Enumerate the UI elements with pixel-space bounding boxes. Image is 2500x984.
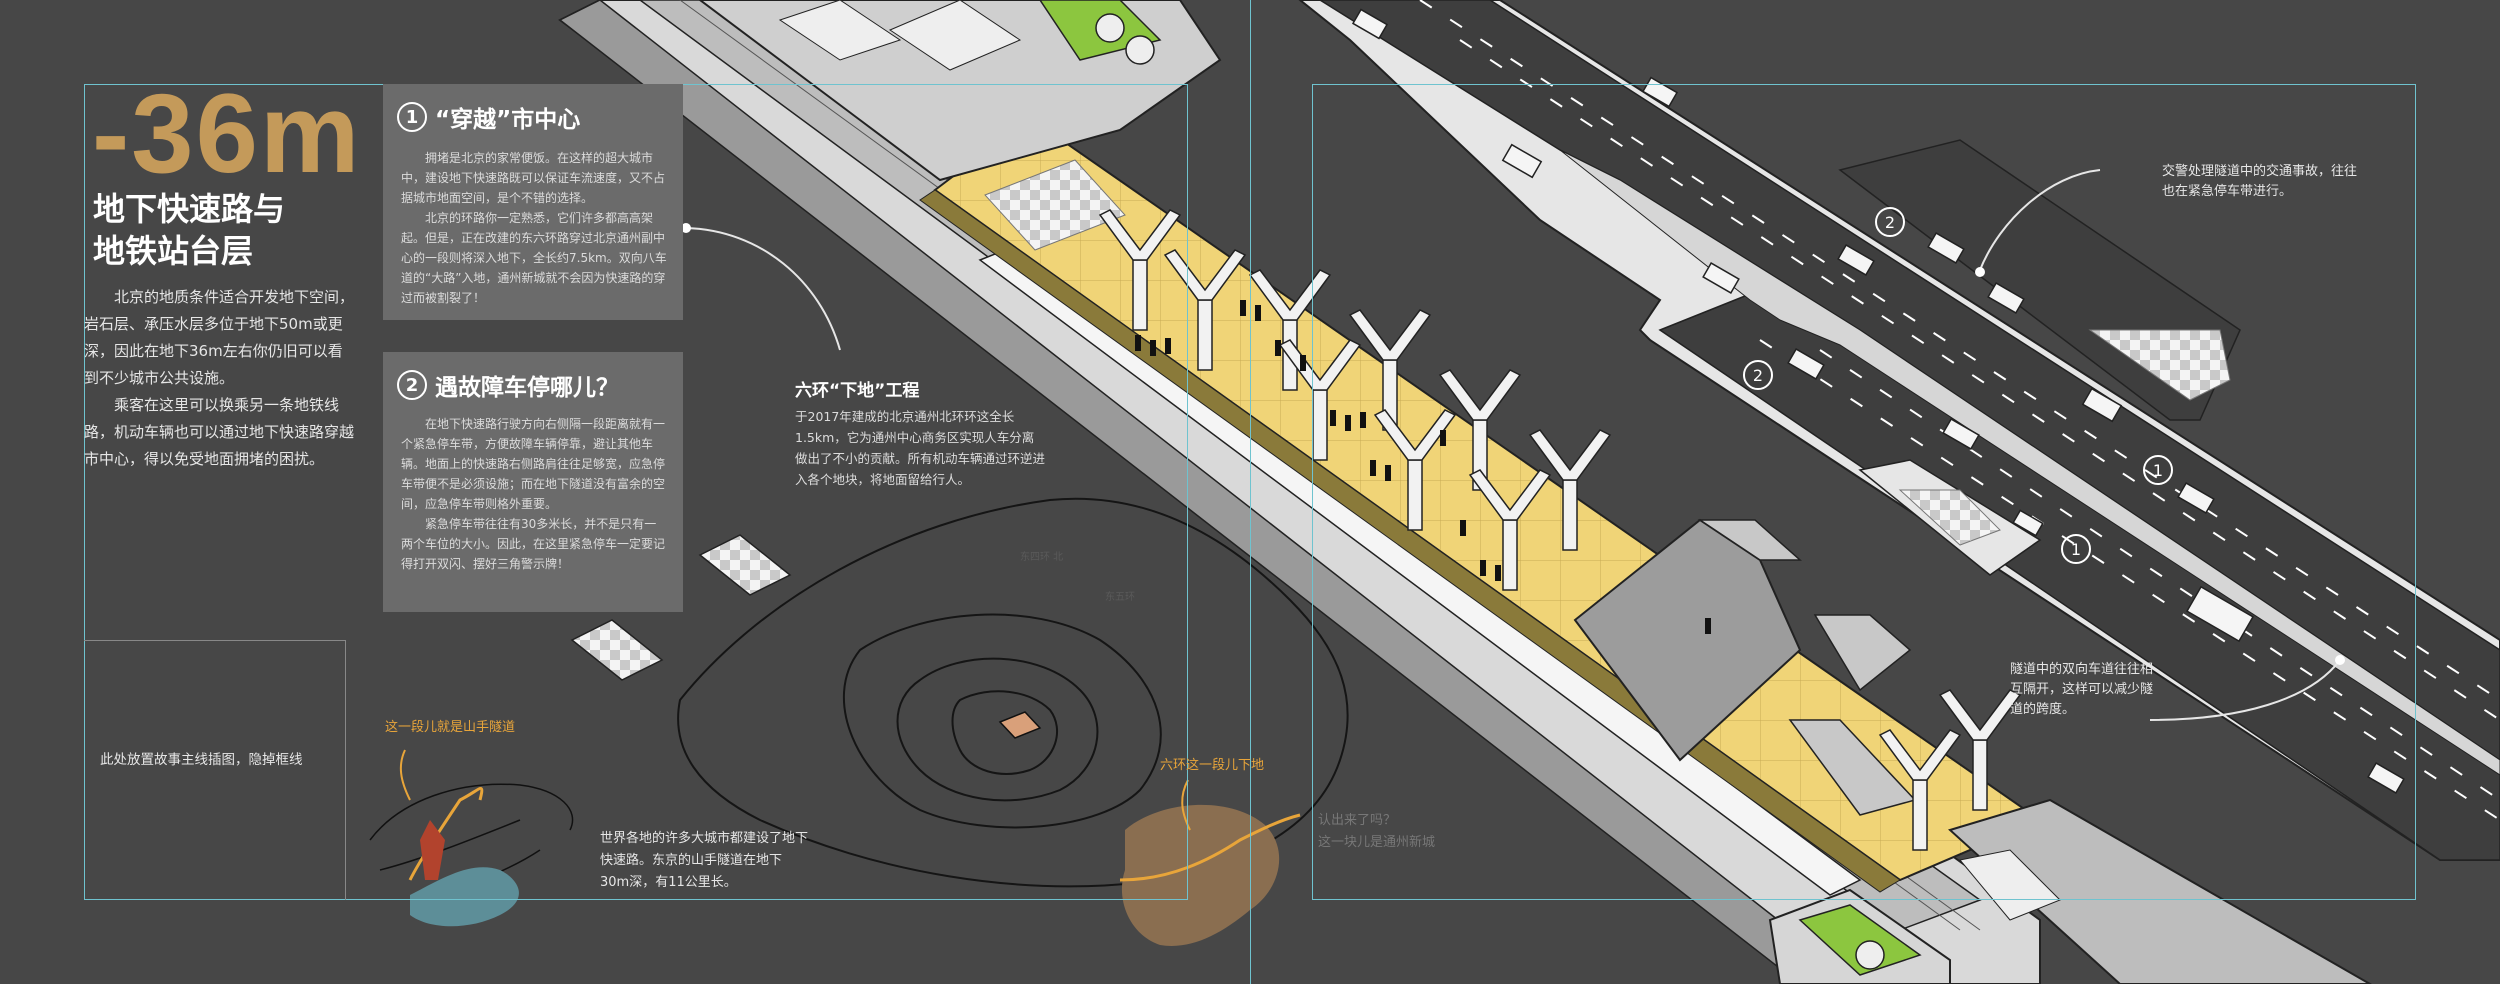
- annotation-arrows: [685, 169, 2341, 721]
- intro-para-2: 乘客在这里可以换乘另一条地铁线路，机动车辆也可以通过地下快速路穿越市中心，得以免…: [84, 396, 355, 468]
- marker-2b: 2: [1743, 360, 1773, 390]
- card-para-1: 拥堵是北京的家常便饭。在这样的超大城市中，建设地下快速路既可以保证车流速度，又不…: [401, 151, 666, 205]
- note-separated-lanes: 隧道中的双向车道往往相互隔开，这样可以减少隧道的跨度。: [2010, 662, 2154, 717]
- card-para-2: 紧急停车带往往有30多米长，并不是只有一两个车位的大小。因此，在这里紧急停车一定…: [401, 517, 666, 571]
- tokyo-map: [369, 783, 574, 927]
- sixth-ring-title: 六环“下地”工程: [795, 381, 920, 401]
- info-card-crossing: 1 “穿越”市中心 拥堵是北京的家常便饭。在这样的超大城市中，建设地下快速路既可…: [383, 84, 683, 320]
- card-heading: “穿越”市中心: [435, 107, 581, 133]
- contour-map: [677, 497, 1349, 888]
- card-body: 拥堵是北京的家常便饭。在这样的超大城市中，建设地下快速路既可以保证车流速度，又不…: [401, 148, 667, 308]
- title-line-1: 地下快速路与: [93, 190, 286, 228]
- pointer-dot: [681, 223, 691, 233]
- title-line-2: 地铁站台层: [93, 232, 254, 270]
- subway-platform: [919, 116, 2043, 893]
- checker-tile: [570, 619, 664, 681]
- label-tongzhou: 这一块儿是通州新城: [1318, 835, 1436, 850]
- label-recognize: 认出来了吗？: [1318, 813, 1397, 828]
- card-para-1: 在地下快速路行驶方向右侧隔一段距离就有一个紧急停车带，方便故障车辆停靠，避让其他…: [401, 417, 666, 511]
- number-badge: 2: [397, 370, 427, 400]
- card-heading: 遇故障车停哪儿？: [435, 375, 619, 401]
- checker-tile: [698, 534, 792, 596]
- card-para-2: 北京的环路你一定熟悉，它们许多都高高架起。但是，正在改建的东六环路穿过北京通州副…: [401, 211, 667, 305]
- marker-2a: 2: [1875, 207, 1905, 237]
- sixth-ring-route: [1119, 813, 1301, 882]
- equipment-rooms: [698, 0, 1222, 182]
- expressway-tunnel: [1298, 0, 2500, 861]
- intro-para-1: 北京的地质条件适合开发地下空间，岩石层、承压水层多位于地下50m或更深，因此在地…: [84, 288, 355, 387]
- card-body: 在地下快速路行驶方向右侧隔一段距离就有一个紧急停车带，方便故障车辆停靠，避让其他…: [401, 414, 667, 574]
- train-model: [998, 711, 1042, 739]
- svg-text:2: 2: [1885, 213, 1895, 232]
- pointer-dot: [2335, 655, 2345, 665]
- vehicles: [1351, 8, 2405, 794]
- label-mountain-tunnel: 这一段儿就是山手隧道: [385, 720, 516, 735]
- story-placeholder-frame: [84, 640, 346, 900]
- lower-rooms: [1948, 798, 2373, 984]
- sixth-ring-body: 于2017年建成的北京通州北环环这全长1.5km，它为通州中心商务区实现人车分离…: [795, 409, 1046, 487]
- map-label-a: 东四环 北: [1020, 550, 1063, 563]
- card-title: 2 遇故障车停哪儿？: [397, 368, 619, 402]
- depth-heading: -36m: [92, 71, 362, 196]
- info-card-breakdown: 2 遇故障车停哪儿？ 在地下快速路行驶方向右侧隔一段距离就有一个紧急停车带，方便…: [383, 352, 683, 612]
- ventilation-shaft: [1768, 888, 1951, 984]
- guide-spine: [1250, 0, 1251, 984]
- orange-arrows: [399, 749, 1191, 831]
- number-badge: 1: [397, 102, 427, 132]
- tongzhou-area: [1121, 804, 1280, 946]
- intro-text: 北京的地质条件适合开发地下空间，岩石层、承压水层多位于地下50m或更深，因此在地…: [84, 284, 356, 473]
- map-label-b: 东五环: [1105, 590, 1135, 603]
- svg-text:1: 1: [2071, 540, 2081, 559]
- svg-text:2: 2: [1753, 366, 1763, 385]
- page-title: 地下快速路与 地铁站台层: [93, 188, 373, 272]
- label-sixth-ring-section: 六环这一段儿下地: [1160, 758, 1265, 773]
- world-cities-text: 世界各地的许多大城市都建设了地下快速路。东京的山手隧道在地下30m深，有11公里…: [600, 831, 809, 890]
- marker-1a: 1: [2143, 455, 2173, 485]
- note-emergency-bay: 交警处理隧道中的交通事故，往往也在紧急停车带进行。: [2162, 164, 2358, 199]
- pointer-dot: [1975, 267, 1985, 277]
- card-title: 1 “穿越”市中心: [397, 100, 580, 134]
- story-placeholder-text: 此处放置故事主线插图，隐掉框线: [100, 752, 303, 768]
- marker-1b: 1: [2061, 534, 2091, 564]
- svg-text:1: 1: [2153, 461, 2163, 480]
- platform-columns: [1098, 209, 2022, 851]
